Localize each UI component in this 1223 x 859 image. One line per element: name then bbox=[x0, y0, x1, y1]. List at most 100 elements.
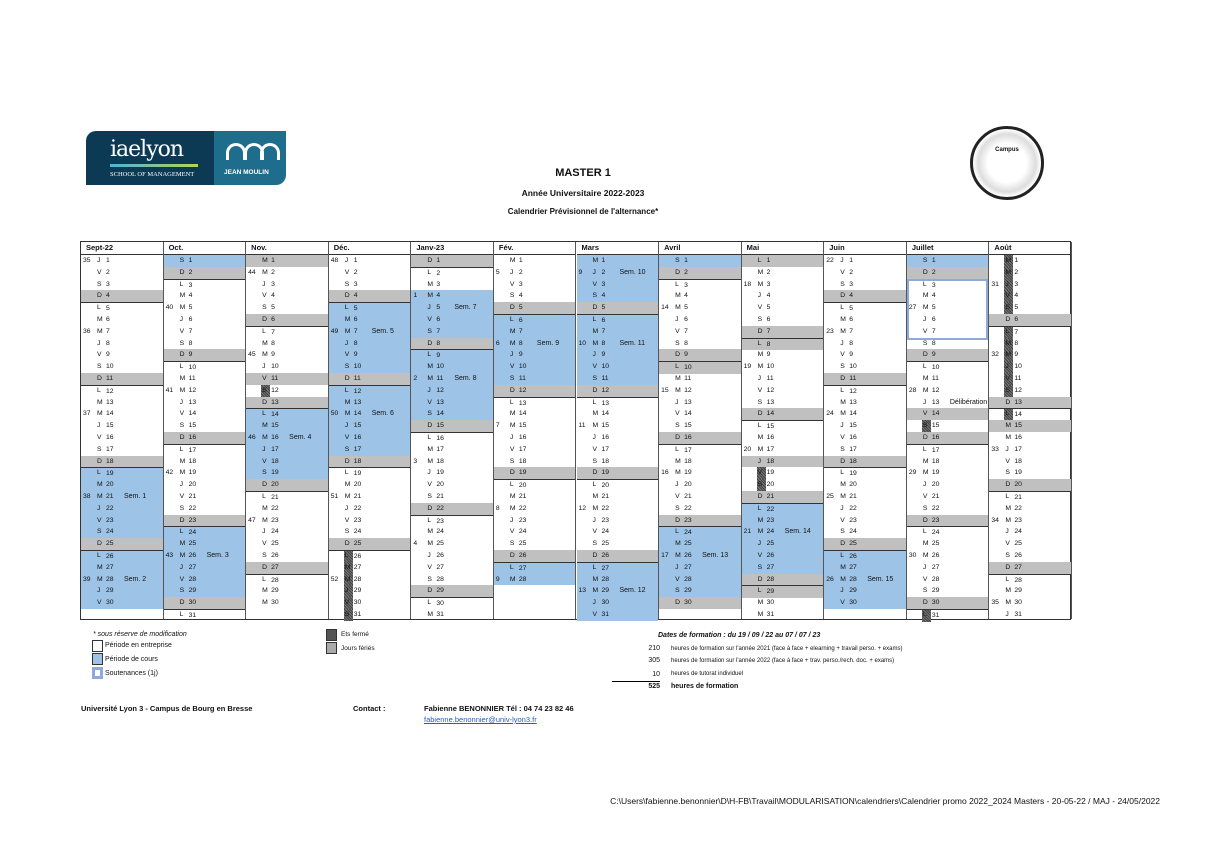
day-cell[interactable]: 6 bbox=[411, 314, 493, 326]
day-cell[interactable]: 1 bbox=[741, 255, 824, 267]
day-cell[interactable]: 15 bbox=[411, 420, 493, 432]
day-cell[interactable]: 26 bbox=[246, 550, 328, 562]
day-cell[interactable]: 22 bbox=[81, 502, 163, 515]
day-cell[interactable]: 15 bbox=[81, 420, 163, 432]
day-cell[interactable]: 6 bbox=[659, 314, 741, 326]
day-cell[interactable]: 24 bbox=[494, 526, 576, 538]
day-cell[interactable]: 16 bbox=[824, 432, 906, 444]
day-cell[interactable]: 16 bbox=[81, 432, 163, 444]
day-cell[interactable]: 19 bbox=[742, 467, 824, 480]
day-cell[interactable]: 12 bbox=[824, 384, 906, 398]
day-cell[interactable]: 8 bbox=[246, 338, 328, 350]
day-cell[interactable]: 15 bbox=[824, 420, 906, 432]
day-cell[interactable]: 4 bbox=[576, 290, 659, 303]
day-cell[interactable]: 18 bbox=[328, 455, 411, 468]
day-cell[interactable]: 25 bbox=[81, 538, 163, 550]
day-cell[interactable]: 31 bbox=[411, 609, 493, 621]
day-cell[interactable]: 31 bbox=[576, 609, 659, 621]
day-cell[interactable]: 25 bbox=[824, 538, 906, 550]
day-cell[interactable]: 30 bbox=[824, 597, 906, 609]
day-cell[interactable]: 22 bbox=[907, 503, 989, 515]
day-cell[interactable]: 1 bbox=[246, 255, 328, 267]
day-cell[interactable]: 20 bbox=[246, 479, 328, 491]
day-cell[interactable]: 24 bbox=[163, 526, 246, 540]
day-cell[interactable]: 16 bbox=[577, 432, 659, 444]
day-cell[interactable]: 10 bbox=[328, 361, 411, 373]
day-cell[interactable]: 23 bbox=[81, 514, 163, 527]
day-cell[interactable]: 27 bbox=[989, 561, 1071, 574]
day-cell[interactable]: 17 bbox=[494, 444, 576, 456]
day-cell[interactable]: 23 bbox=[906, 514, 989, 527]
day-cell[interactable]: 26 bbox=[328, 550, 411, 563]
day-cell[interactable]: 24 bbox=[577, 526, 659, 538]
day-cell[interactable]: 25 bbox=[494, 538, 576, 550]
day-cell[interactable]: 8 bbox=[824, 338, 906, 350]
day-cell[interactable]: 4 bbox=[164, 290, 246, 302]
day-cell[interactable]: 30 bbox=[246, 597, 328, 609]
day-cell[interactable]: 14 bbox=[411, 408, 493, 421]
day-cell[interactable]: 26 bbox=[493, 550, 576, 562]
day-cell[interactable]: 4 bbox=[246, 290, 328, 302]
day-cell[interactable]: 8 bbox=[907, 338, 989, 350]
day-cell[interactable]: 22 bbox=[164, 503, 246, 515]
day-cell[interactable]: 9 bbox=[411, 349, 493, 363]
day-cell[interactable]: 17 bbox=[906, 443, 989, 457]
day-cell[interactable]: 30 bbox=[659, 597, 741, 609]
day-cell[interactable]: 10 bbox=[411, 361, 493, 373]
day-cell[interactable]: 29 bbox=[329, 585, 411, 598]
day-cell[interactable]: 8 bbox=[164, 338, 246, 350]
day-cell[interactable]: 5 bbox=[328, 302, 411, 315]
day-cell[interactable]: 28 bbox=[989, 573, 1071, 587]
day-cell[interactable]: 16 bbox=[328, 432, 411, 444]
day-cell[interactable]: 14 bbox=[577, 408, 659, 420]
day-cell[interactable]: 25 bbox=[741, 538, 824, 550]
day-cell[interactable]: 14 bbox=[164, 408, 246, 420]
day-cell[interactable]: 2 bbox=[81, 267, 163, 279]
day-cell[interactable]: 21 bbox=[741, 491, 824, 503]
day-cell[interactable]: 30 bbox=[329, 597, 411, 609]
day-cell[interactable]: 7 bbox=[741, 325, 824, 338]
day-cell[interactable]: 13 bbox=[576, 396, 659, 410]
day-cell[interactable]: 28 bbox=[907, 574, 989, 586]
day-cell[interactable]: 3 bbox=[494, 279, 576, 291]
day-cell[interactable]: 3 bbox=[659, 278, 741, 292]
day-cell[interactable]: 22 bbox=[329, 503, 411, 515]
day-cell[interactable]: 25 bbox=[659, 538, 741, 550]
day-cell[interactable]: 23 bbox=[741, 514, 824, 527]
day-cell[interactable]: 19 bbox=[989, 467, 1071, 479]
day-cell[interactable]: 3 bbox=[329, 279, 411, 291]
day-cell[interactable]: 23 bbox=[494, 515, 576, 527]
day-cell[interactable]: 11 bbox=[493, 373, 576, 385]
day-cell[interactable]: 25 bbox=[163, 538, 246, 550]
day-cell[interactable]: 27 bbox=[163, 561, 246, 574]
day-cell[interactable]: 27 bbox=[907, 562, 989, 574]
day-cell[interactable]: 8 bbox=[411, 337, 493, 350]
day-cell[interactable]: 22 bbox=[411, 502, 493, 515]
day-cell[interactable]: 22 bbox=[989, 503, 1071, 515]
day-cell[interactable]: 26 bbox=[411, 550, 493, 562]
day-cell[interactable]: 11 bbox=[907, 373, 989, 385]
day-cell[interactable]: 12 bbox=[81, 384, 163, 398]
day-cell[interactable]: 16 bbox=[163, 432, 246, 444]
day-cell[interactable]: 8 bbox=[328, 337, 411, 350]
day-cell[interactable]: 17 bbox=[577, 444, 659, 456]
day-cell[interactable]: 19 bbox=[493, 467, 576, 480]
day-cell[interactable]: 21 bbox=[577, 491, 659, 503]
day-cell[interactable]: 13 bbox=[493, 396, 576, 410]
